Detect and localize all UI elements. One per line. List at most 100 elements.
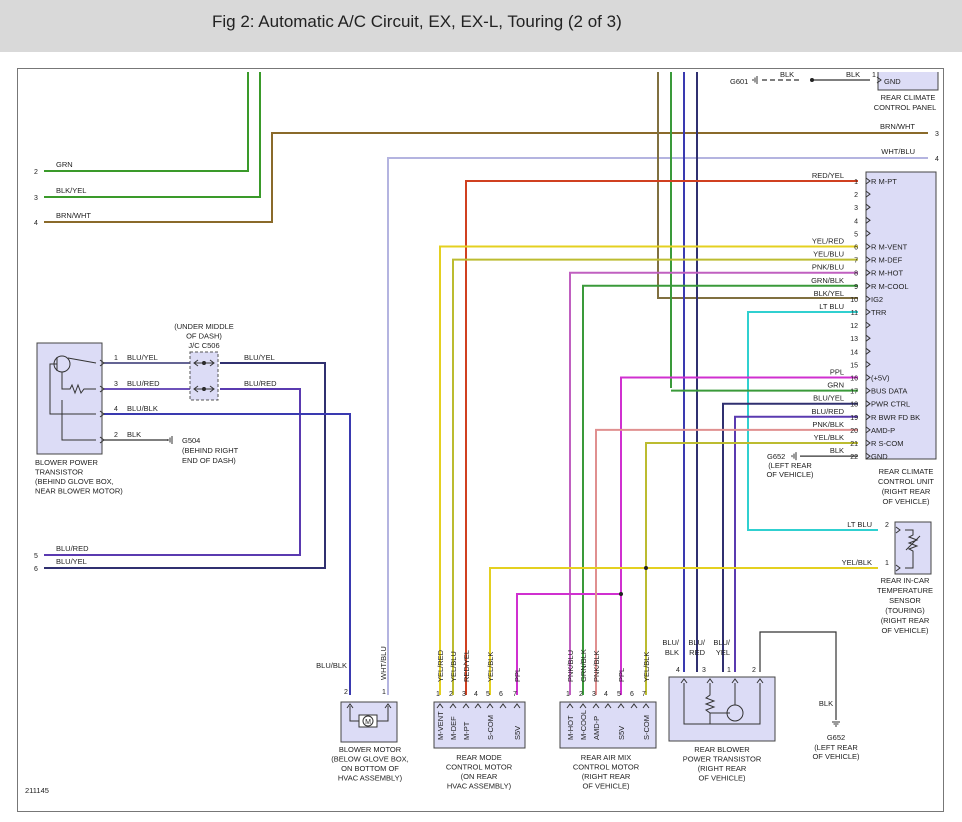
bm-label: BLOWER MOTOR [339, 745, 402, 754]
connector-arrow [346, 703, 354, 709]
connector-arrow [865, 334, 871, 342]
g504-label: END OF DASH) [182, 456, 236, 465]
bm-label: HVAC ASSEMBLY) [338, 774, 403, 783]
left-pin-num: 2 [34, 169, 38, 176]
rccu-wire-label: YEL/RED [812, 237, 845, 246]
wire-blk-yel [44, 72, 261, 198]
g504-label: (BEHIND RIGHT [182, 446, 239, 455]
bpt-label: NEAR BLOWER MOTOR) [35, 487, 123, 496]
rccu-terminal: R S-COM [871, 439, 904, 448]
rccu-pin-num: 9 [854, 284, 858, 291]
wire-blu-blk-bpt [104, 413, 351, 695]
left-pin-num: 4 [34, 220, 38, 227]
right-wire-label: WHT/BLU [881, 147, 915, 156]
jc-label: OF DASH) [186, 332, 222, 341]
rbt-wire: BLU/ [662, 638, 680, 647]
connector-arrow [486, 703, 494, 709]
bpt-wire: BLU/YEL [127, 353, 158, 362]
rccu-terminal: IG2 [871, 295, 883, 304]
connector-arrow [865, 426, 871, 434]
rbt-label: POWER TRANSISTOR [683, 755, 762, 764]
rccu-pin-num: 15 [850, 362, 858, 369]
rmm-pin: 2 [449, 691, 453, 698]
wire-yel-red [439, 245, 858, 695]
rccu-pin-num: 10 [850, 297, 858, 304]
wire-blu-red-19 [734, 415, 858, 672]
rbt-pin: 1 [727, 667, 731, 674]
connector-arrow [865, 347, 871, 355]
rmm-wire: RED/YEL [462, 650, 471, 682]
g652-top-label: OF VEHICLE) [766, 470, 814, 479]
bpt-label: BLOWER POWER [35, 458, 99, 467]
ram-wire: PNK/BLK [592, 650, 601, 682]
rccu-wire-label: BLK [830, 446, 844, 455]
rmm-pin: 6 [499, 691, 503, 698]
rccu-wire-label: GRN [827, 381, 844, 390]
rccu-terminal: R M-PT [871, 177, 897, 186]
diagram-frame [17, 68, 944, 812]
rccu-terminal: GND [871, 452, 888, 461]
connector-arrow [865, 321, 871, 329]
ram-wire: PPL [617, 668, 626, 682]
rmm-terminal: S5V [513, 726, 522, 740]
ram-pin: 1 [566, 691, 570, 698]
connector-arrow [449, 703, 457, 709]
wire-blu-yel-18 [722, 402, 858, 672]
rccu-pin-num: 1 [854, 179, 858, 186]
rccu-pin-num: 22 [850, 454, 858, 461]
bpt-wire: BLU/RED [127, 379, 160, 388]
jc-label: J/C C506 [188, 341, 219, 350]
rccu-wire-label: RED/YEL [812, 171, 844, 180]
rmm-label: (ON REAR [461, 772, 498, 781]
bpt-pin-num: 2 [114, 432, 118, 439]
connector-arrow [474, 703, 482, 709]
connector-arrow [865, 203, 871, 211]
connector-arrow [706, 678, 714, 684]
left-wire-label: BLU/YEL [56, 557, 87, 566]
rbt-symbol [683, 683, 761, 725]
rccu-wire-label: YEL/BLU [813, 250, 844, 259]
wire-blk-rbt [759, 631, 837, 720]
connector-arrow [592, 703, 600, 709]
rccu-terminal: R M-VENT [871, 243, 908, 252]
rmm-label: CONTROL MOTOR [446, 763, 513, 772]
rccu-wire-label: BLU/RED [811, 407, 844, 416]
left-wire-label: BLU/RED [56, 544, 89, 553]
connector-arrow [895, 526, 901, 534]
wire-brn-wht [44, 132, 928, 223]
connector-arrow [630, 703, 638, 709]
connector-arrow [731, 678, 739, 684]
rear-climate-control-unit [865, 171, 937, 460]
rmm-wire: YEL/RED [436, 649, 445, 682]
wire-wht-blu [387, 157, 928, 695]
rccu-pin-num: 12 [850, 323, 858, 330]
sensor-pin: 1 [885, 560, 889, 567]
left-wire-label: BLK/YEL [56, 186, 86, 195]
connector-arrow [865, 400, 871, 408]
rmm-pin: 3 [462, 691, 466, 698]
rccu-pin-num: 3 [854, 205, 858, 212]
ram-pin: 3 [592, 691, 596, 698]
rmm-wire: PPL [513, 668, 522, 682]
connector-arrow [99, 436, 105, 444]
rccu-terminal: R BWR FD BK [871, 413, 920, 422]
bm-wire: BLU/BLK [316, 661, 347, 670]
rccu-pin-num: 18 [850, 402, 858, 409]
connector-arrow [865, 439, 871, 447]
left-wire-label: GRN [56, 160, 73, 169]
junction-connector [189, 351, 219, 401]
wire-yel-blu [452, 258, 858, 695]
connector-arrow [617, 703, 625, 709]
rmm-terminal: M-DEF [449, 716, 458, 740]
figure-number: 211145 [25, 786, 49, 795]
g504-label: G504 [182, 436, 200, 445]
sensor-wire: LT BLU [847, 520, 872, 529]
sensor-label: (RIGHT REAR [881, 616, 930, 625]
jc-wire: BLU/RED [244, 379, 277, 388]
sensor-label: TEMPERATURE [877, 586, 933, 595]
connector-arrow [384, 703, 392, 709]
bpt-symbol [67, 357, 97, 364]
bm-motor-symbol: M [365, 719, 371, 726]
labels: 2GRN3BLK/YEL4BRN/WHT5BLU/RED6BLU/YEL34BR… [25, 70, 939, 795]
connector-arrow [756, 678, 764, 684]
